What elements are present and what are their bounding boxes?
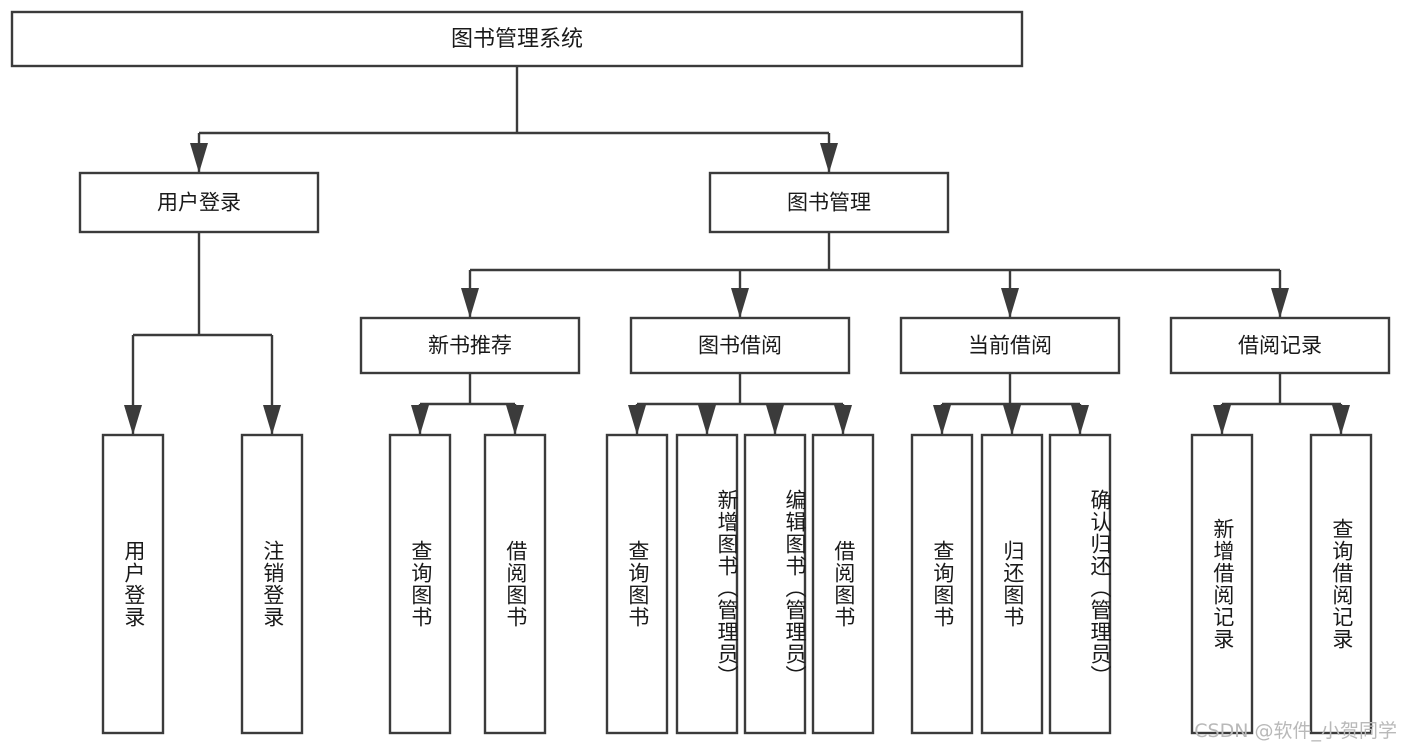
node-box-leaf-user-logout[interactable] — [240, 433, 304, 735]
node-box-new-book-rec[interactable] — [359, 316, 581, 375]
arrow-icon-leaf-borrow-book-1 — [506, 405, 524, 435]
arrow-icon-leaf-edit-book — [766, 405, 784, 435]
node-box-leaf-borrow-book-1[interactable] — [483, 433, 547, 735]
node-box-leaf-query-book-3[interactable] — [910, 433, 974, 735]
arrow-icon-leaf-user-logout — [263, 405, 281, 435]
node-label-current-borrow: 当前借阅 — [968, 334, 1052, 358]
node-box-book-borrow[interactable] — [629, 316, 851, 375]
node-box-root[interactable] — [10, 10, 1024, 68]
node-box-leaf-add-book[interactable] — [675, 433, 739, 735]
node-box-borrow-record[interactable] — [1169, 316, 1391, 375]
node-box-current-borrow[interactable] — [899, 316, 1121, 375]
arrow-icon-book-borrow — [731, 288, 749, 318]
node-box-leaf-confirm-return[interactable] — [1048, 433, 1112, 735]
arrow-icon-leaf-confirm-return — [1071, 405, 1089, 435]
arrow-icon-leaf-query-book-2 — [628, 405, 646, 435]
node-box-leaf-query-book-1[interactable] — [388, 433, 452, 735]
node-box-leaf-add-record[interactable] — [1190, 433, 1254, 735]
node-label-user-login: 用户登录 — [157, 191, 241, 215]
node-label-borrow-record: 借阅记录 — [1238, 334, 1322, 358]
arrow-icon-current-borrow — [1001, 288, 1019, 318]
arrow-icon-book-manage — [820, 143, 838, 173]
node-box-leaf-borrow-book-2[interactable] — [811, 433, 875, 735]
watermark-text: CSDN @软件_小贺同学 — [1194, 720, 1397, 742]
arrow-icon-new-book-rec — [461, 288, 479, 318]
node-label-book-borrow: 图书借阅 — [698, 334, 782, 358]
node-box-leaf-query-book-2[interactable] — [605, 433, 669, 735]
node-box-leaf-edit-book[interactable] — [743, 433, 807, 735]
node-box-layer — [10, 10, 1391, 735]
arrow-icon-leaf-add-book — [698, 405, 716, 435]
node-box-book-manage[interactable] — [708, 171, 950, 234]
arrow-icon-leaf-user-login — [124, 405, 142, 435]
arrow-icon-borrow-record — [1271, 288, 1289, 318]
arrow-icon-leaf-borrow-book-2 — [834, 405, 852, 435]
arrow-icon-leaf-query-book-3 — [933, 405, 951, 435]
connector-layer — [124, 66, 1350, 435]
node-box-leaf-query-record[interactable] — [1309, 433, 1373, 735]
node-box-leaf-return-book[interactable] — [980, 433, 1044, 735]
node-box-leaf-user-login[interactable] — [101, 433, 165, 735]
node-label-book-manage: 图书管理 — [787, 191, 871, 215]
arrow-icon-leaf-query-book-1 — [411, 405, 429, 435]
node-label-root: 图书管理系统 — [451, 27, 583, 52]
arrow-icon-leaf-return-book — [1003, 405, 1021, 435]
node-box-user-login[interactable] — [78, 171, 320, 234]
arrow-icon-user-login — [190, 143, 208, 173]
arrow-icon-leaf-add-record — [1213, 405, 1231, 435]
arrow-icon-leaf-query-record — [1332, 405, 1350, 435]
node-label-new-book-rec: 新书推荐 — [428, 334, 512, 358]
